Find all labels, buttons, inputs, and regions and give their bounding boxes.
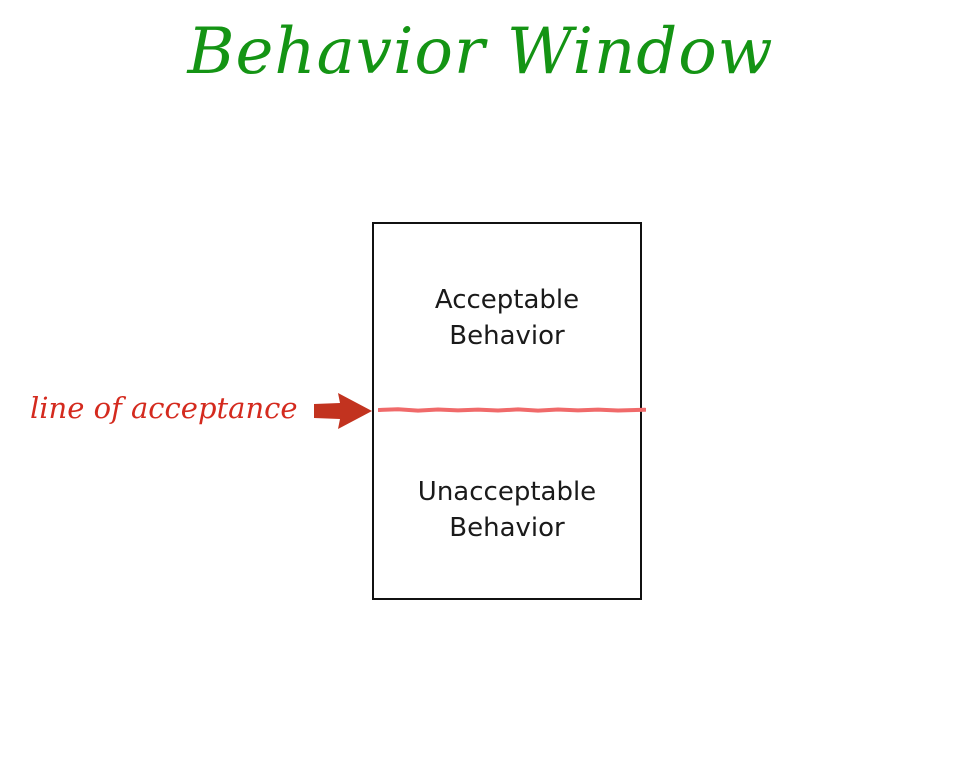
acceptable-label-line2: Behavior [449,321,565,351]
unacceptable-behavior-label: Unacceptable Behavior [374,474,640,546]
arrow-shape [314,393,372,429]
acceptance-line-stroke [378,407,646,413]
acceptable-label-line1: Acceptable [434,285,580,315]
line-of-acceptance [378,407,646,413]
line-of-acceptance-label: line of acceptance [30,391,298,425]
page-title: Behavior Window [187,15,774,89]
behavior-window-box: Acceptable Behavior Unacceptable Behavio… [372,222,642,600]
right-arrow-icon [314,393,372,429]
acceptable-behavior-label: Acceptable Behavior [374,282,640,354]
unacceptable-label-line1: Unacceptable [417,477,597,507]
unacceptable-label-line2: Behavior [449,513,565,543]
